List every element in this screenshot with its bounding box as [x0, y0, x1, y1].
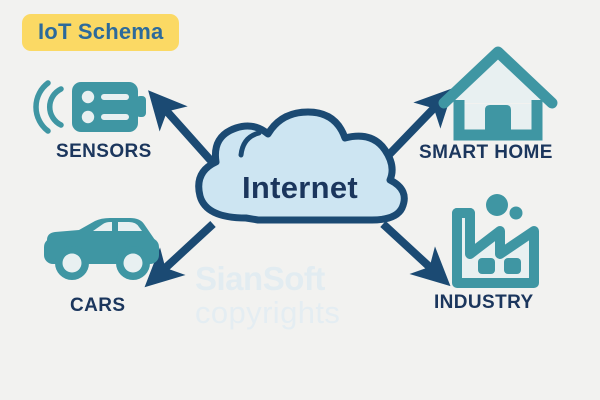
- house-icon: [438, 46, 558, 141]
- cloud-highlight-icon: [238, 130, 262, 158]
- sensor-waves-icon: [33, 80, 64, 134]
- diagram-title-badge: IoT Schema: [22, 14, 180, 51]
- node-label-sensors: SENSORS: [56, 141, 152, 162]
- diagram-title: IoT Schema: [38, 19, 164, 44]
- arrow-internet-to-industry: [380, 221, 451, 287]
- node-sensors[interactable]: [33, 80, 146, 134]
- car-icon: [44, 218, 159, 280]
- node-cars[interactable]: [44, 218, 159, 280]
- arrow-internet-to-sensors: [148, 90, 216, 166]
- node-label-cars: CARS: [70, 295, 126, 316]
- node-label-industry: INDUSTRY: [434, 292, 534, 313]
- factory-icon: [452, 194, 539, 288]
- node-label-smart-home: SMART HOME: [419, 142, 553, 163]
- arrow-internet-to-cars: [144, 221, 216, 288]
- internet-label: Internet: [241, 170, 359, 205]
- node-industry[interactable]: [452, 194, 539, 288]
- sensor-device-icon: [72, 82, 146, 132]
- node-smart-home[interactable]: [438, 46, 558, 141]
